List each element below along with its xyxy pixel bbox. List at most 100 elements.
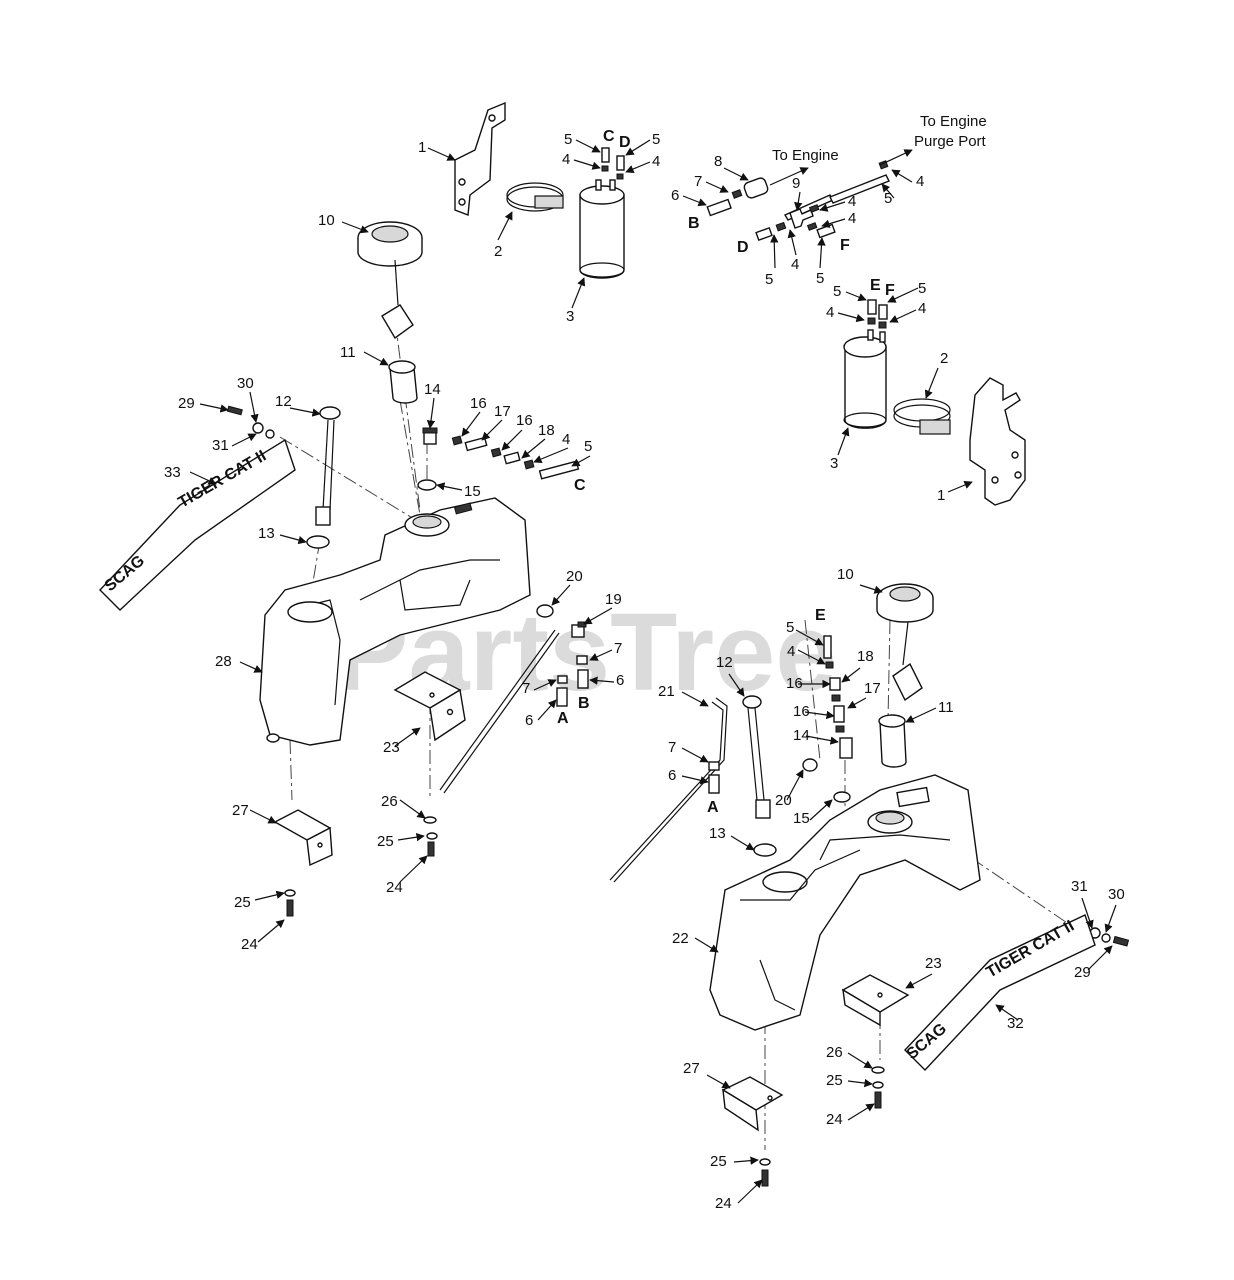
callout-leader-arrow bbox=[279, 534, 307, 545]
callout: 16 bbox=[786, 675, 803, 692]
callout-leader-arrow bbox=[787, 229, 797, 256]
label-to-engine-purge: To Engine bbox=[920, 113, 987, 130]
callout: 7 bbox=[614, 640, 622, 657]
callout: 26 bbox=[381, 793, 398, 810]
callout: 6 bbox=[616, 672, 624, 689]
callout: 26 bbox=[826, 1044, 843, 1061]
callout-leader-arrow bbox=[1104, 904, 1117, 933]
callout: 2 bbox=[940, 350, 948, 367]
grommet-part-15-right bbox=[833, 791, 851, 803]
callout: 15 bbox=[464, 483, 481, 500]
callout: 5 bbox=[786, 619, 794, 636]
callout-leader-arrow bbox=[723, 167, 749, 181]
callout: 24 bbox=[386, 879, 403, 896]
fitting-part-20-left bbox=[536, 604, 554, 618]
callout-leader-arrow bbox=[809, 799, 833, 821]
callout: 5 bbox=[652, 131, 660, 148]
callout-leader-arrow bbox=[859, 584, 883, 594]
callout-leader-arrow bbox=[730, 835, 755, 851]
callout-leader-arrow bbox=[199, 403, 229, 413]
callout: 7 bbox=[522, 680, 530, 697]
callout-leader-arrow bbox=[521, 438, 546, 459]
callout-leader-arrow bbox=[728, 673, 745, 697]
callout: 27 bbox=[683, 1060, 700, 1077]
callout: 15 bbox=[793, 810, 810, 827]
gas-cap-part-10-right bbox=[876, 583, 934, 702]
callout: 23 bbox=[925, 955, 942, 972]
callout-leader-arrow bbox=[481, 419, 503, 441]
bracket-part-27-left bbox=[273, 809, 333, 867]
callout: 24 bbox=[715, 1195, 732, 1212]
callout-leader-arrow bbox=[533, 679, 557, 691]
callout-letter: A bbox=[707, 799, 719, 816]
callout: 7 bbox=[668, 739, 676, 756]
fuel-line-right bbox=[609, 697, 728, 883]
callout: 5 bbox=[884, 190, 892, 207]
callout-leader-arrow bbox=[847, 1078, 873, 1088]
callout: 16 bbox=[470, 395, 487, 412]
callout-leader-arrow bbox=[706, 1074, 731, 1089]
label-purge-port: Purge Port bbox=[914, 133, 987, 150]
callout-leader-arrow bbox=[841, 667, 861, 683]
fitting-part-14-left bbox=[422, 427, 438, 445]
callout: 12 bbox=[275, 393, 292, 410]
callout: 29 bbox=[178, 395, 195, 412]
callout: 4 bbox=[916, 173, 924, 190]
callout: 20 bbox=[775, 792, 792, 809]
callout-leader-arrow bbox=[887, 287, 919, 303]
callout-leader-arrow bbox=[681, 747, 709, 763]
callout-letter: F bbox=[885, 282, 895, 299]
callout: 14 bbox=[793, 727, 810, 744]
callout-leader-arrow bbox=[817, 237, 826, 269]
callout: 17 bbox=[494, 403, 511, 420]
callout-letter: A bbox=[557, 710, 569, 727]
callout-leader-arrow bbox=[461, 411, 481, 437]
callout: 24 bbox=[241, 936, 258, 953]
label-to-engine: To Engine bbox=[772, 147, 839, 164]
callout: 4 bbox=[848, 210, 856, 227]
callout-leader-arrow bbox=[819, 201, 846, 212]
hose-clamp-part-2-right bbox=[893, 398, 951, 435]
callout: 21 bbox=[658, 683, 675, 700]
callout-leader-arrow bbox=[1081, 897, 1094, 929]
callout-leader-arrow bbox=[795, 629, 824, 646]
callout: 29 bbox=[1074, 964, 1091, 981]
callout: 4 bbox=[791, 256, 799, 273]
hardware-29-30-31-right bbox=[1089, 927, 1130, 947]
callout: 25 bbox=[710, 1153, 727, 1170]
callout: 14 bbox=[424, 381, 441, 398]
callout-leader-arrow bbox=[254, 890, 285, 901]
callout: 4 bbox=[848, 193, 856, 210]
callout: 1 bbox=[937, 487, 945, 504]
callout-letter: E bbox=[870, 277, 881, 294]
callout-letter: D bbox=[737, 239, 749, 256]
callout-leader-arrow bbox=[589, 649, 613, 661]
callout: 22 bbox=[672, 930, 689, 947]
hardware-24-25-26-right bbox=[759, 1066, 885, 1187]
callout: 10 bbox=[837, 566, 854, 583]
callout-leader-arrow bbox=[341, 221, 369, 234]
canister-part-3-left bbox=[579, 147, 625, 279]
filter-part-11-left bbox=[388, 360, 418, 404]
callout: 9 bbox=[792, 175, 800, 192]
callout: 18 bbox=[857, 648, 874, 665]
callout: 11 bbox=[340, 344, 356, 361]
callout: 30 bbox=[1108, 886, 1125, 903]
callout-leader-arrow bbox=[847, 1052, 873, 1069]
callout: 10 bbox=[318, 212, 335, 229]
callout-leader-arrow bbox=[589, 676, 615, 685]
elbow-part-19 bbox=[571, 621, 587, 638]
callout-leader-arrow bbox=[625, 161, 651, 173]
callout-leader-arrow bbox=[847, 1103, 875, 1121]
callout-leader-arrow bbox=[363, 351, 389, 366]
callout-leader-arrow bbox=[289, 407, 321, 417]
callout-labels: 1 2 3 5 4 C D 5 4 8 7 6 B 9 4 4 D 5 4 5 … bbox=[164, 128, 1125, 1212]
callout-leader-arrow bbox=[239, 661, 263, 673]
callout: 27 bbox=[232, 802, 249, 819]
callout: 4 bbox=[918, 300, 926, 317]
callout-leader-arrow bbox=[625, 139, 651, 156]
callout: 8 bbox=[714, 153, 722, 170]
bracket-part-1-left bbox=[454, 101, 506, 216]
grommet-part-13-right bbox=[753, 843, 777, 857]
callout: 5 bbox=[564, 131, 572, 148]
